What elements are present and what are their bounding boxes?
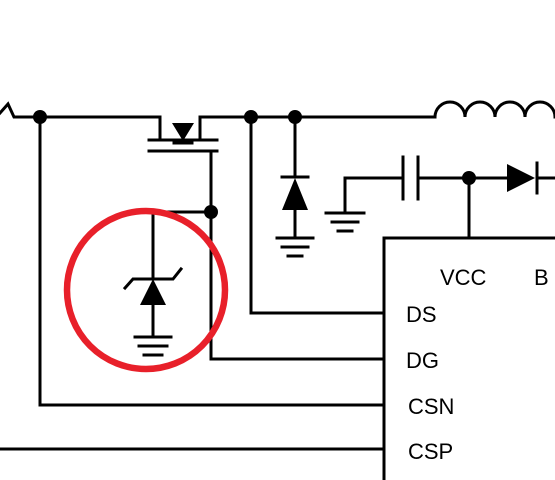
body-diode: [172, 123, 194, 141]
pin-label-dg: DG: [406, 348, 439, 373]
junction-dots: [33, 110, 476, 219]
zener-diode: [140, 279, 166, 305]
inductor: [433, 100, 555, 119]
pin-label-csp: CSP: [408, 439, 453, 464]
ic-connection-wires: [0, 115, 386, 451]
pin-label-b: B: [534, 265, 549, 290]
highlight-circle: [63, 207, 229, 373]
top-bus-wire: [0, 101, 437, 119]
capacitor-branch: [324, 155, 555, 240]
controller-ic: [382, 236, 555, 480]
pin-label-csn: CSN: [408, 394, 454, 419]
pin-label-vcc: VCC: [440, 265, 487, 290]
zener-branch: [122, 210, 213, 357]
pin-label-ds: DS: [406, 302, 437, 327]
freewheel-diode: [275, 115, 315, 258]
series-diode: [507, 164, 535, 192]
mosfet: [147, 115, 219, 361]
